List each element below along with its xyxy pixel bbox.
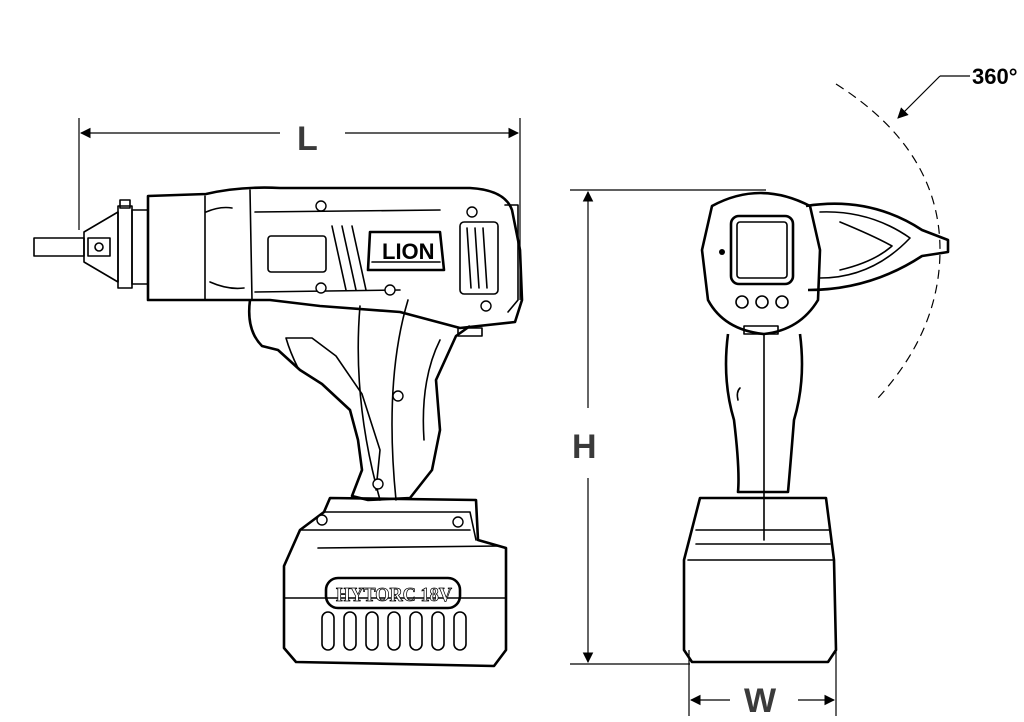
battery-ribs: [321, 611, 467, 651]
front-battery: [682, 496, 838, 664]
battery-logo: HYTORC 18V: [336, 584, 453, 606]
front-head: [700, 191, 822, 336]
height-label: H: [572, 428, 597, 466]
front-display: [729, 214, 795, 286]
width-label: W: [744, 682, 777, 720]
motor-housing: [146, 186, 524, 337]
side-view: [33, 186, 524, 668]
dimension-length: [78, 118, 521, 300]
rotating-head: [805, 202, 950, 292]
rotation-indicator: [835, 75, 970, 399]
model-logo: LION: [382, 239, 435, 264]
grip-handle: [247, 299, 471, 502]
battery-pack: [282, 496, 508, 668]
dimension-width: [688, 650, 837, 716]
square-drive: [33, 199, 149, 289]
length-label: L: [297, 120, 318, 158]
front-grip: [724, 333, 804, 494]
rotation-label: 360°: [972, 64, 1018, 89]
dimension-height: [570, 189, 766, 665]
screws: [315, 200, 492, 528]
front-view: [682, 191, 950, 664]
